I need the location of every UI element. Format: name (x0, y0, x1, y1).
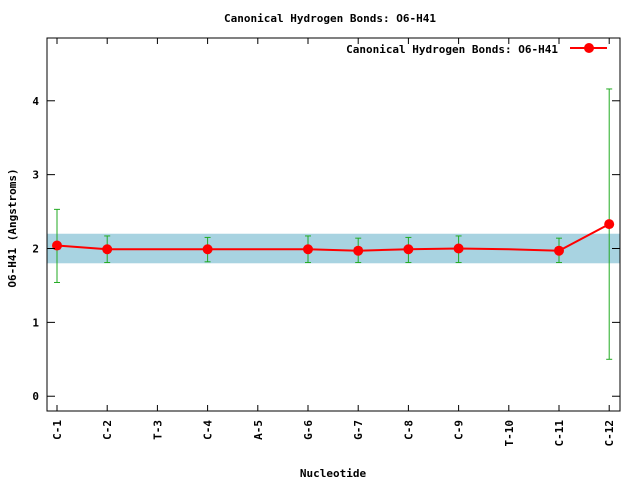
x-tick-label: T-3 (151, 420, 164, 440)
x-tick-label: A-5 (252, 420, 265, 440)
y-tick-label: 3 (32, 169, 39, 182)
x-tick-label: C-11 (553, 420, 566, 447)
x-tick-label: G-6 (302, 420, 315, 440)
data-point (604, 219, 615, 230)
series-line (56, 223, 610, 252)
data-point (303, 244, 313, 255)
axes: 0 1 2 3 4C-1 C-2 T-3 C-4 A-5 G-6 G-7 C-8 C-9 T-10 C-11… (32, 38, 620, 447)
plot-area (47, 88, 620, 360)
legend: Canonical Hydrogen Bonds: O6-H41 (346, 43, 607, 56)
data-point (554, 245, 564, 256)
x-tick-label: C-1 (51, 420, 64, 440)
legend-marker (584, 43, 594, 53)
data-point (52, 240, 62, 251)
data-point (353, 245, 364, 256)
y-tick-label: 0 (32, 390, 39, 403)
x-tick-label: C-12 (603, 420, 616, 447)
chart-title: Canonical Hydrogen Bonds: O6-H41 (224, 12, 436, 25)
plot-frame (46, 37, 621, 412)
x-tick-label: T-10 (503, 420, 516, 447)
y-tick-label: 4 (32, 95, 39, 108)
legend-label: Canonical Hydrogen Bonds: O6-H41 (346, 43, 558, 56)
x-tick-label: G-7 (352, 420, 365, 440)
data-point (202, 244, 213, 255)
x-tick-label: C-8 (402, 420, 415, 440)
y-tick-label: 1 (32, 316, 39, 329)
x-tick-label: C-4 (202, 420, 215, 440)
y-axis-label: O6-H41 (Angstroms) (6, 168, 19, 287)
data-point (102, 244, 113, 255)
data-point (403, 244, 414, 255)
x-axis-label: Nucleotide (300, 467, 367, 480)
data-point (453, 243, 464, 254)
x-tick-label: C-9 (453, 420, 466, 440)
y-tick-label: 2 (32, 243, 39, 256)
x-tick-label: C-2 (101, 420, 114, 440)
